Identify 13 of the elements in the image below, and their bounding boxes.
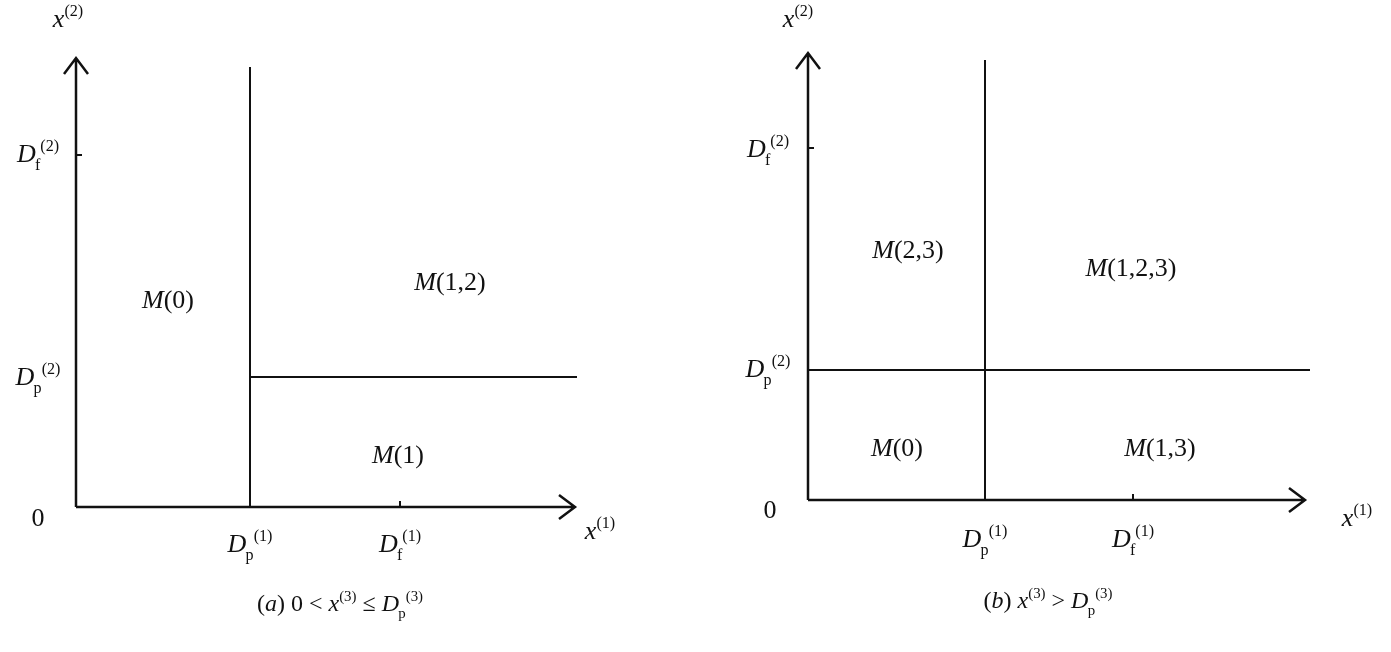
region-label: M(1) [372, 440, 424, 470]
tick-label: 0 [31, 503, 45, 533]
axis-label: x$^{(1)}$ [1341, 500, 1373, 534]
axis-label: x$^{(2)}$ [782, 1, 814, 35]
region-label: M(1,3) [1124, 433, 1196, 463]
region-label: M(0) [142, 285, 194, 315]
axis-label: x$^{(1)}$ [584, 513, 616, 547]
axis-label: x$^{(2)}$ [52, 1, 84, 35]
tick-label: 0 [763, 495, 777, 525]
region-label: M(0) [871, 433, 923, 463]
region-label: M(2,3) [872, 235, 944, 265]
region-label: M(1,2,3) [1085, 253, 1177, 283]
region-label: M(1,2) [414, 267, 486, 297]
